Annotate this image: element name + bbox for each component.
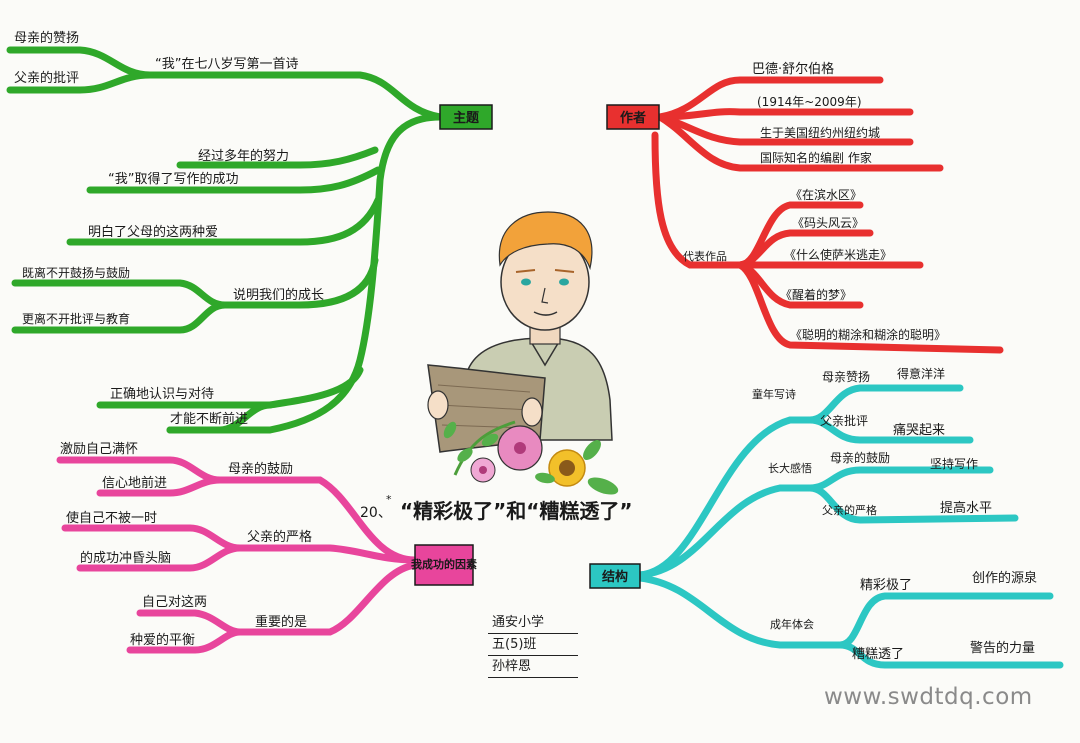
boy-illustration xyxy=(427,211,619,495)
success-topic-box[interactable]: 我成功的因素 xyxy=(411,544,477,586)
theme-item-criticism-education: 更离不开批评与教育 xyxy=(22,311,130,326)
theme-branch-lines xyxy=(6,46,444,434)
success-item-father-strict: 父亲的严格 xyxy=(247,529,312,545)
author-branch-lines xyxy=(651,76,1004,354)
structure-topic-box[interactable]: 结构 xyxy=(589,563,641,589)
structure-improve: 提高水平 xyxy=(940,500,992,516)
class-name: 五(5)班 xyxy=(488,634,578,656)
success-item-motivate: 激励自己满怀 xyxy=(60,442,138,457)
structure-branch-lines xyxy=(636,384,1064,669)
structure-wonderful: 精彩极了 xyxy=(860,578,912,593)
theme-item-two-loves: 明白了父母的这两种爱 xyxy=(88,224,218,240)
theme-item-father-criticism: 父亲的批评 xyxy=(14,70,79,86)
works-label: 代表作品 xyxy=(683,249,727,263)
structure-adulthood: 成年体会 xyxy=(770,617,814,631)
success-items: 激励自己满怀 信心地前进 母亲的鼓励 使自己不被一时 的成功冲昏头脑 父亲的严格… xyxy=(60,442,312,648)
theme-item-mother-praise: 母亲的赞扬 xyxy=(14,30,79,46)
structure-father-strict: 父亲的严格 xyxy=(822,503,877,517)
work-5: 《聪明的糊涂和糊涂的聪明》 xyxy=(790,327,946,342)
structure-crying: 痛哭起来 xyxy=(893,422,945,438)
theme-item-growth: 说明我们的成长 xyxy=(233,287,324,303)
author-profession: 国际知名的编剧 作家 xyxy=(760,150,872,165)
success-item-love-balance: 种爱的平衡 xyxy=(130,632,195,648)
structure-source: 创作的源泉 xyxy=(972,570,1037,586)
lesson-title-text: “精彩极了”和“糟糕透了” xyxy=(400,499,633,523)
theme-item-praise-encouragement: 既离不开鼓扬与鼓励 xyxy=(22,265,130,280)
theme-item-first-poem: “我”在七八岁写第一首诗 xyxy=(155,57,298,72)
structure-mother-encouragement: 母亲的鼓励 xyxy=(830,450,890,465)
success-item-by-success: 的成功冲昏头脑 xyxy=(80,550,171,566)
author-topic-label: 作者 xyxy=(620,110,646,126)
success-item-important: 重要的是 xyxy=(255,614,307,630)
structure-growing-up: 长大感悟 xyxy=(768,461,812,475)
author-topic-box[interactable]: 作者 xyxy=(606,104,660,130)
lesson-star: * xyxy=(386,493,392,506)
school-name: 通安小学 xyxy=(488,612,578,634)
author-years: (1914年~2009年) xyxy=(757,95,862,109)
student-signature: 通安小学 五(5)班 孙梓恩 xyxy=(488,612,578,678)
structure-keep-writing: 坚持写作 xyxy=(930,456,978,471)
lesson-title: 20、 * “精彩极了”和“糟糕透了” xyxy=(360,493,633,523)
structure-father-criticism: 父亲批评 xyxy=(820,413,868,428)
structure-childhood: 童年写诗 xyxy=(752,387,796,401)
student-name: 孙梓恩 xyxy=(488,656,578,678)
work-2: 《码头风云》 xyxy=(792,216,864,230)
watermark: www.swdtdq.com xyxy=(824,684,1033,710)
structure-terrible: 糟糕透了 xyxy=(852,647,904,662)
theme-topic-label: 主题 xyxy=(453,110,480,126)
structure-proud: 得意洋洋 xyxy=(897,366,945,381)
theme-item-success: “我”取得了写作的成功 xyxy=(108,171,238,187)
structure-items: 童年写诗 母亲赞扬 得意洋洋 父亲批评 痛哭起来 长大感悟 母亲的鼓励 坚持写作… xyxy=(752,366,1037,662)
lesson-number: 20、 xyxy=(360,505,392,521)
theme-item-understand: 正确地认识与对待 xyxy=(110,387,214,402)
author-items: 巴德·舒尔伯格 (1914年~2009年) 生于美国纽约州纽约城 国际知名的编剧… xyxy=(683,61,946,342)
theme-topic-box[interactable]: 主题 xyxy=(439,104,493,130)
structure-topic-label: 结构 xyxy=(602,569,628,585)
success-branch-lines xyxy=(56,456,419,654)
success-item-mother-encouragement: 母亲的鼓励 xyxy=(228,461,293,477)
work-3: 《什么使萨米逃走》 xyxy=(784,247,892,262)
success-item-confidence: 信心地前进 xyxy=(102,475,167,491)
theme-item-effort: 经过多年的努力 xyxy=(198,148,289,164)
work-1: 《在滨水区》 xyxy=(790,187,862,202)
theme-items: 母亲的赞扬 父亲的批评 “我”在七八岁写第一首诗 经过多年的努力 “我”取得了写… xyxy=(14,30,324,427)
author-birthplace: 生于美国纽约州纽约城 xyxy=(760,125,880,140)
success-item-self-balance: 自己对这两 xyxy=(142,594,207,610)
structure-warning: 警告的力量 xyxy=(970,640,1035,656)
theme-item-progress: 才能不断前进 xyxy=(170,411,248,427)
structure-mother-praise: 母亲赞扬 xyxy=(822,369,870,384)
success-item-not-dazzled: 使自己不被一时 xyxy=(66,510,157,526)
success-topic-label: 我成功的因素 xyxy=(411,557,477,571)
author-name: 巴德·舒尔伯格 xyxy=(752,61,834,77)
work-4: 《醒着的梦》 xyxy=(780,287,852,302)
